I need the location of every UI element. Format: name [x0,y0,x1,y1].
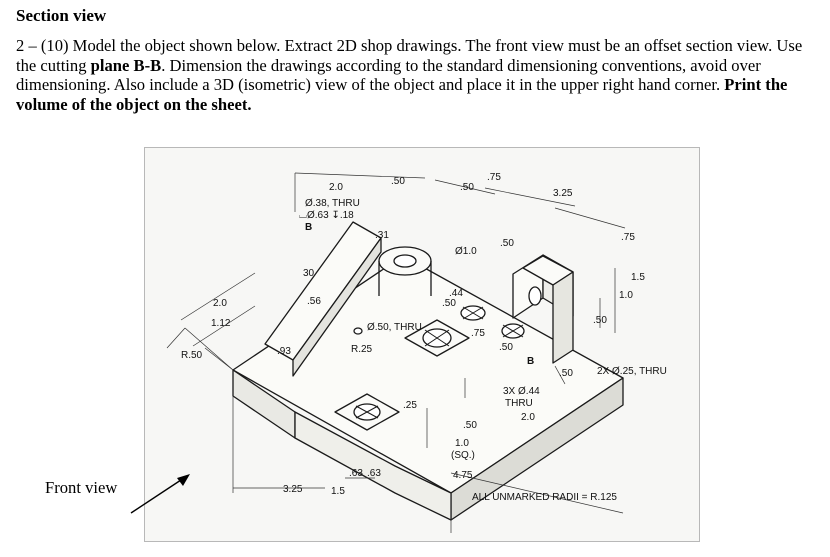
task-text-1: 2 – (10) Model the object shown below. E… [16,36,803,75]
dim-50-right: .50 [500,238,514,249]
dim-1-0-right: 1.0 [619,290,633,301]
radii-note: ALL UNMARKED RADII = R.125 [472,492,617,503]
plane-b-left: B [305,222,312,233]
section-heading: Section view [16,6,107,25]
dim-2-0-left: 2.0 [213,298,227,309]
hole-3x-thru: THRU [505,398,533,409]
dim-50-mid: .50 [460,182,474,193]
dim-1-12: 1.12 [211,318,231,329]
dim-4-75: 4.75 [453,470,473,481]
dim-50-low: .50 [559,368,573,379]
task-text-2: . Dimension the drawings according to th… [16,55,761,95]
dim-31: .31 [375,230,389,241]
boss-hole [393,254,417,268]
dim-50-small: .50 [499,342,513,353]
dim-50-side: .50 [593,315,607,326]
front-view-label: Front view [45,478,118,497]
radius-50: R.50 [181,350,203,361]
dim-3-25-bottom: 3.25 [283,484,303,495]
dim-2-0-top: 2.0 [329,182,343,193]
dim-sq-label: (SQ.) [451,450,475,461]
dim-63a: .63 [349,468,363,479]
dim-1-5-bottom: 1.5 [331,486,345,497]
hole-3x-callout: 3X Ø.44 [503,386,540,397]
dim-3-25-top: 3.25 [553,188,573,199]
cbore-63-callout: ⌴Ø.63 ↧.18 [299,210,354,221]
plane-b-right: B [527,356,534,367]
rib-side [292,237,382,377]
task-plane: plane B-B [90,55,162,75]
dim-1-5: 1.5 [631,272,645,283]
dim-93: .93 [277,346,291,357]
dim-75-top: .75 [487,172,501,183]
dia-1-0: Ø1.0 [455,246,477,257]
radius-25: R.25 [351,344,373,355]
dim-2-0-low: 2.0 [521,412,535,423]
dim-56: .56 [307,296,321,307]
dim-63b: .63 [367,468,381,479]
dim-44: .44 [449,288,463,299]
dim-50-top: .50 [391,176,405,187]
right-block-face [552,271,574,364]
task-print: Print the volume of the object on the sh… [16,75,788,114]
isometric-drawing: 2.0 .50 Ø.38, THRU ⌴Ø.63 ↧.18 B .31 30 .… [144,147,700,542]
dim-sq-1-0: 1.0 [455,438,469,449]
isometric-drawing-svg: 2.0 .50 Ø.38, THRU ⌴Ø.63 ↧.18 B .31 30 .… [166,172,667,533]
hole-38-callout: Ø.38, THRU [305,198,360,209]
hole-2x-callout: 2X Ø.25, THRU [597,366,667,377]
hole-50-callout: Ø.50, THRU [367,322,422,333]
dim-25: .25 [403,400,417,411]
dim-30: 30 [303,268,315,279]
dim-50-bottom: .50 [463,420,477,431]
dim-50b: .50 [442,298,456,309]
task-instructions: 2 – (10) Model the object shown below. E… [16,36,822,114]
dim-75-mid: .75 [471,328,485,339]
dim-75-right: .75 [621,232,635,243]
